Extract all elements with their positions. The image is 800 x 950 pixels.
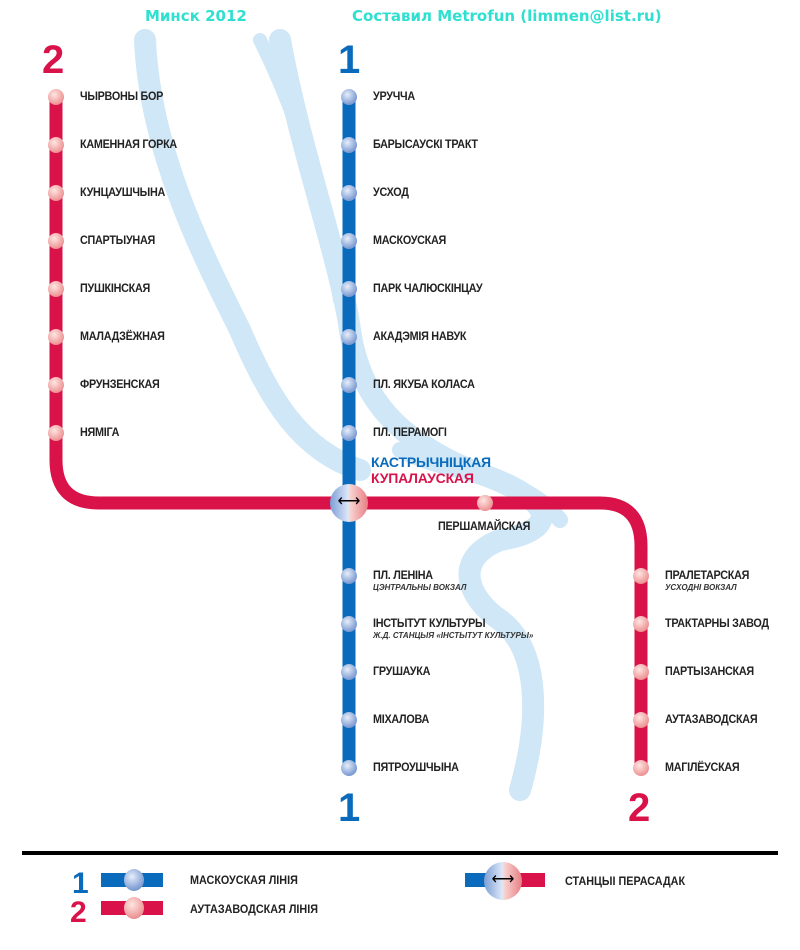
station-label: ІНСТЫТУТ КУЛЬТУРЫ [373,616,486,630]
station-label: МАГІЛЁУСКАЯ [665,760,740,774]
station-label: БАРЫСАУСКІ ТРАКТ [373,137,478,151]
station-marker[interactable] [48,137,64,153]
interchange-line1-name: КАСТРЫЧНІЦКАЯ [371,454,491,470]
station-marker[interactable] [48,233,64,249]
station-marker[interactable] [633,616,649,632]
station-marker[interactable] [633,760,649,776]
station-label: МАЛАДЗЁЖНАЯ [80,329,165,343]
legend-line1-station-icon [124,869,144,891]
station-label: ПЕРШАМАЙСКАЯ [438,519,531,533]
line-2-number-top: 2 [42,38,65,82]
station-label: ПАРК ЧАЛЮСКІНЦАУ [373,281,483,295]
station-label: ПЛ. ЯКУБА КОЛАСА [373,377,475,391]
map-year: Минск 2012 [145,7,247,25]
transfer-arrow-icon: ⟷ [337,493,361,510]
station-sublabel: Ж.Д. СТАНЦЫЯ «ІНСТЫТУТ КУЛЬТУРЫ» [373,631,534,640]
station-label: ПРАЛЕТАРСКАЯ [665,568,750,582]
station-label: АУТАЗАВОДСКАЯ [665,712,758,726]
station-label: НЯМІГА [80,425,120,439]
station-label: ПЛ. ПЕРАМОГІ [373,425,447,439]
legend-line1-label: МАСКОУСКАЯ ЛІНІЯ [190,873,298,887]
station-label: МІХАЛОВА [373,712,430,726]
station-label: ПУШКІНСКАЯ [80,281,150,295]
line-2-number-bottom: 2 [628,786,651,830]
station-label: СПАРТЫУНАЯ [80,233,155,247]
station-label: ГРУШАУКА [373,664,431,678]
station-marker[interactable] [341,137,357,153]
legend-transfer-icon: ⟷ [484,862,522,900]
station-marker[interactable] [48,377,64,393]
station-label: ТРАКТАРНЫ ЗАВОД [665,616,769,630]
line-1-number-top: 1 [338,38,361,82]
station-marker[interactable] [48,281,64,297]
station-marker[interactable] [341,233,357,249]
station-label: ЧЫРВОНЫ БОР [80,89,164,103]
legend-line2-number: 2 [70,896,87,929]
station-marker[interactable] [341,760,357,776]
station-label: УРУЧЧА [373,89,415,103]
station-marker[interactable] [341,377,357,393]
line-1-number-bottom: 1 [338,786,361,830]
station-sublabel: ЦЭНТРАЛЬНЫ ВОКЗАЛ [373,583,467,592]
station-marker[interactable] [48,329,64,345]
station-label: АКАДЭМІЯ НАВУК [373,329,467,343]
legend-line2-label: АУТАЗАВОДСКАЯ ЛІНІЯ [190,902,318,916]
station-marker[interactable] [477,495,493,511]
station-marker[interactable] [341,568,357,584]
station-label: ФРУНЗЕНСКАЯ [80,377,160,391]
legend-line1-number: 1 [72,867,89,900]
station-marker[interactable] [48,425,64,441]
station-sublabel: УСХОДНІ ВОКЗАЛ [665,583,737,592]
river [134,29,568,801]
station-label: КУНЦАУШЧЫНА [80,185,166,199]
station-label: ПЯТРОУШЧЫНА [373,760,459,774]
station-marker[interactable] [341,89,357,105]
station-marker[interactable] [341,281,357,297]
station-label: КАМЕННАЯ ГОРКА [80,137,177,151]
station-marker[interactable] [341,664,357,680]
map-author: Составил Metrofun (limmen@list.ru) [352,7,662,25]
station-marker[interactable] [341,329,357,345]
station-label: МАСКОУСКАЯ [373,233,447,247]
interchange-line2-name: КУПАЛАУСКАЯ [371,470,474,486]
station-marker[interactable] [341,185,357,201]
legend-transfer-label: СТАНЦЫІ ПЕРАСАДАК [565,874,686,888]
interchange-station[interactable]: ⟷ [330,484,368,522]
station-marker[interactable] [633,568,649,584]
station-marker[interactable] [341,616,357,632]
station-marker[interactable] [48,185,64,201]
legend-line2-station-icon [124,897,144,919]
station-label: ПЛ. ЛЕНІНА [373,568,433,582]
station-marker[interactable] [341,425,357,441]
station-marker[interactable] [48,89,64,105]
station-marker[interactable] [633,664,649,680]
station-label: ПАРТЫЗАНСКАЯ [665,664,754,678]
station-marker[interactable] [341,712,357,728]
station-marker[interactable] [633,712,649,728]
station-label: УСХОД [373,185,409,199]
